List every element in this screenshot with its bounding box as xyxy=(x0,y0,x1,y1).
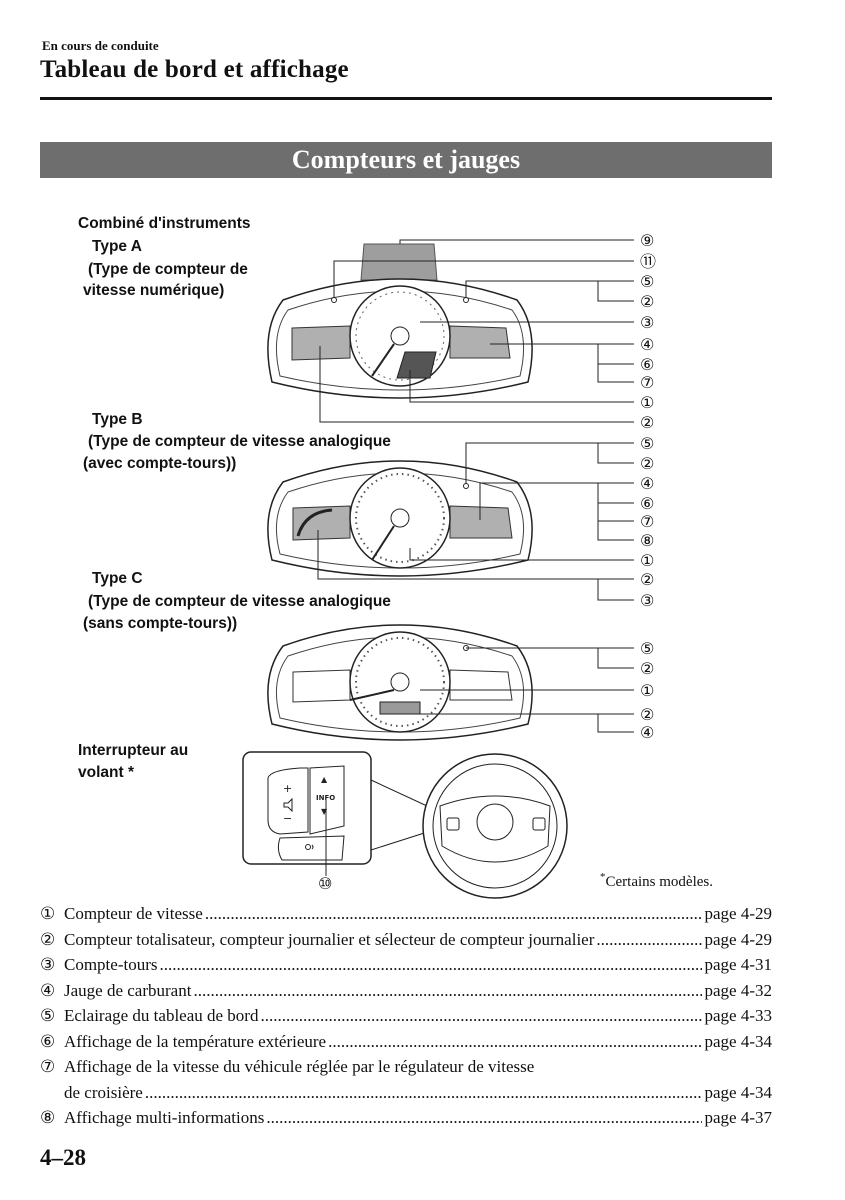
section-banner: Compteurs et jauges xyxy=(40,142,772,178)
volume-plus-symbol: + xyxy=(283,782,292,795)
page-number: 4–28 xyxy=(40,1145,86,1170)
volume-minus-symbol: − xyxy=(283,812,292,825)
steering-switch-panel xyxy=(242,751,441,876)
type-b-desc-2: (avec compte-tours)) xyxy=(83,455,237,472)
type-a-cluster xyxy=(267,243,533,399)
callout-c-2: ② xyxy=(640,659,654,678)
callout-c-5: ④ xyxy=(640,723,654,742)
type-b-leaders xyxy=(317,442,634,601)
type-c-cluster xyxy=(267,624,533,741)
page-ref: page 4-37 xyxy=(704,1108,772,1127)
callout-c-4: ② xyxy=(640,705,654,724)
callout-a-7: ⑥ xyxy=(640,355,654,374)
callout-a-1: ⑨ xyxy=(640,231,654,250)
callout-b-9: ③ xyxy=(640,591,654,610)
voice-icon xyxy=(305,844,314,850)
type-c-desc-2: (sans compte-tours)) xyxy=(83,615,238,632)
page-ref: page 4-33 xyxy=(704,1006,772,1025)
callout-a-2: ⑪ xyxy=(640,252,656,271)
info-button-label: INFO xyxy=(316,794,335,802)
type-c-leaders xyxy=(400,647,634,733)
callout-c-3: ① xyxy=(640,681,654,700)
callouts: ⑨ ⑪ ⑤ ② ③ ④ ⑥ ⑦ ① ② ⑤ ② ④ ⑥ ⑦ ⑧ ① ② ③ ⑤ … xyxy=(318,231,656,893)
switch-symbols: + − ▲ ▼ INFO xyxy=(283,775,335,825)
speaker-icon xyxy=(283,797,293,813)
asterisk: * xyxy=(127,764,134,781)
instrument-cluster-diagram: ⑨ ⑪ ⑤ ② ③ ④ ⑥ ⑦ ① ② ⑤ ② ④ ⑥ ⑦ ⑧ ① ② ③ ⑤ … xyxy=(242,231,656,899)
active-driving-display xyxy=(360,243,438,281)
callout-a-8: ⑦ xyxy=(640,373,654,392)
page-ref: page 4-29 xyxy=(704,929,772,949)
callout-b-6: ⑧ xyxy=(640,531,654,550)
page-ref: page 4-29 xyxy=(704,904,772,923)
type-a-leaders xyxy=(319,239,634,423)
type-a-desc-2: vitesse numérique) xyxy=(83,282,225,299)
callout-b-2: ② xyxy=(640,454,654,473)
callout-a-3: ⑤ xyxy=(640,272,654,291)
callout-c-1: ⑤ xyxy=(640,639,654,658)
callout-a-4: ② xyxy=(640,292,654,311)
list-item-continuation: de croisièrepage 4-34 xyxy=(40,1083,772,1109)
type-c-label: Type C xyxy=(92,570,143,587)
callout-b-3: ④ xyxy=(640,474,654,493)
type-a-label: Type A xyxy=(92,238,142,255)
callout-a-9: ① xyxy=(640,393,654,412)
callout-b-1: ⑤ xyxy=(640,434,654,453)
page-title: Tableau de bord et affichage xyxy=(40,56,349,83)
caption: *Certains modèles. xyxy=(600,871,713,890)
caption-asterisk: * xyxy=(600,871,606,883)
type-b-cluster xyxy=(267,460,533,577)
section-label: En cours de conduite xyxy=(42,38,159,53)
callout-a-10: ② xyxy=(640,413,654,432)
switch-label-1: Interrupteur au xyxy=(78,742,189,759)
page-ref: page 4-34 xyxy=(704,1082,772,1102)
title-divider xyxy=(40,97,772,100)
callout-b-5: ⑦ xyxy=(640,512,654,531)
type-a-desc-1: (Type de compteur de xyxy=(88,261,248,278)
page-ref: page 4-31 xyxy=(704,955,772,974)
callout-switch: ⑩ xyxy=(318,874,332,893)
page-ref: page 4-34 xyxy=(704,1031,772,1051)
cluster-label: Combiné d'instruments xyxy=(78,215,251,232)
down-arrow-icon: ▼ xyxy=(321,807,328,816)
up-arrow-icon: ▲ xyxy=(321,775,328,784)
type-c-desc-1: (Type de compteur de vitesse analogique xyxy=(88,593,391,610)
switch-label-2: volant * xyxy=(78,764,134,781)
steering-wheel xyxy=(422,753,568,899)
callout-b-8: ② xyxy=(640,570,654,589)
callout-a-5: ③ xyxy=(640,313,654,332)
page-ref: page 4-32 xyxy=(704,980,772,1000)
type-b-label: Type B xyxy=(92,411,143,428)
type-b-desc-1: (Type de compteur de vitesse analogique xyxy=(88,433,391,450)
callout-b-7: ① xyxy=(640,551,654,570)
callout-b-4: ⑥ xyxy=(640,494,654,513)
callout-a-6: ④ xyxy=(640,335,654,354)
